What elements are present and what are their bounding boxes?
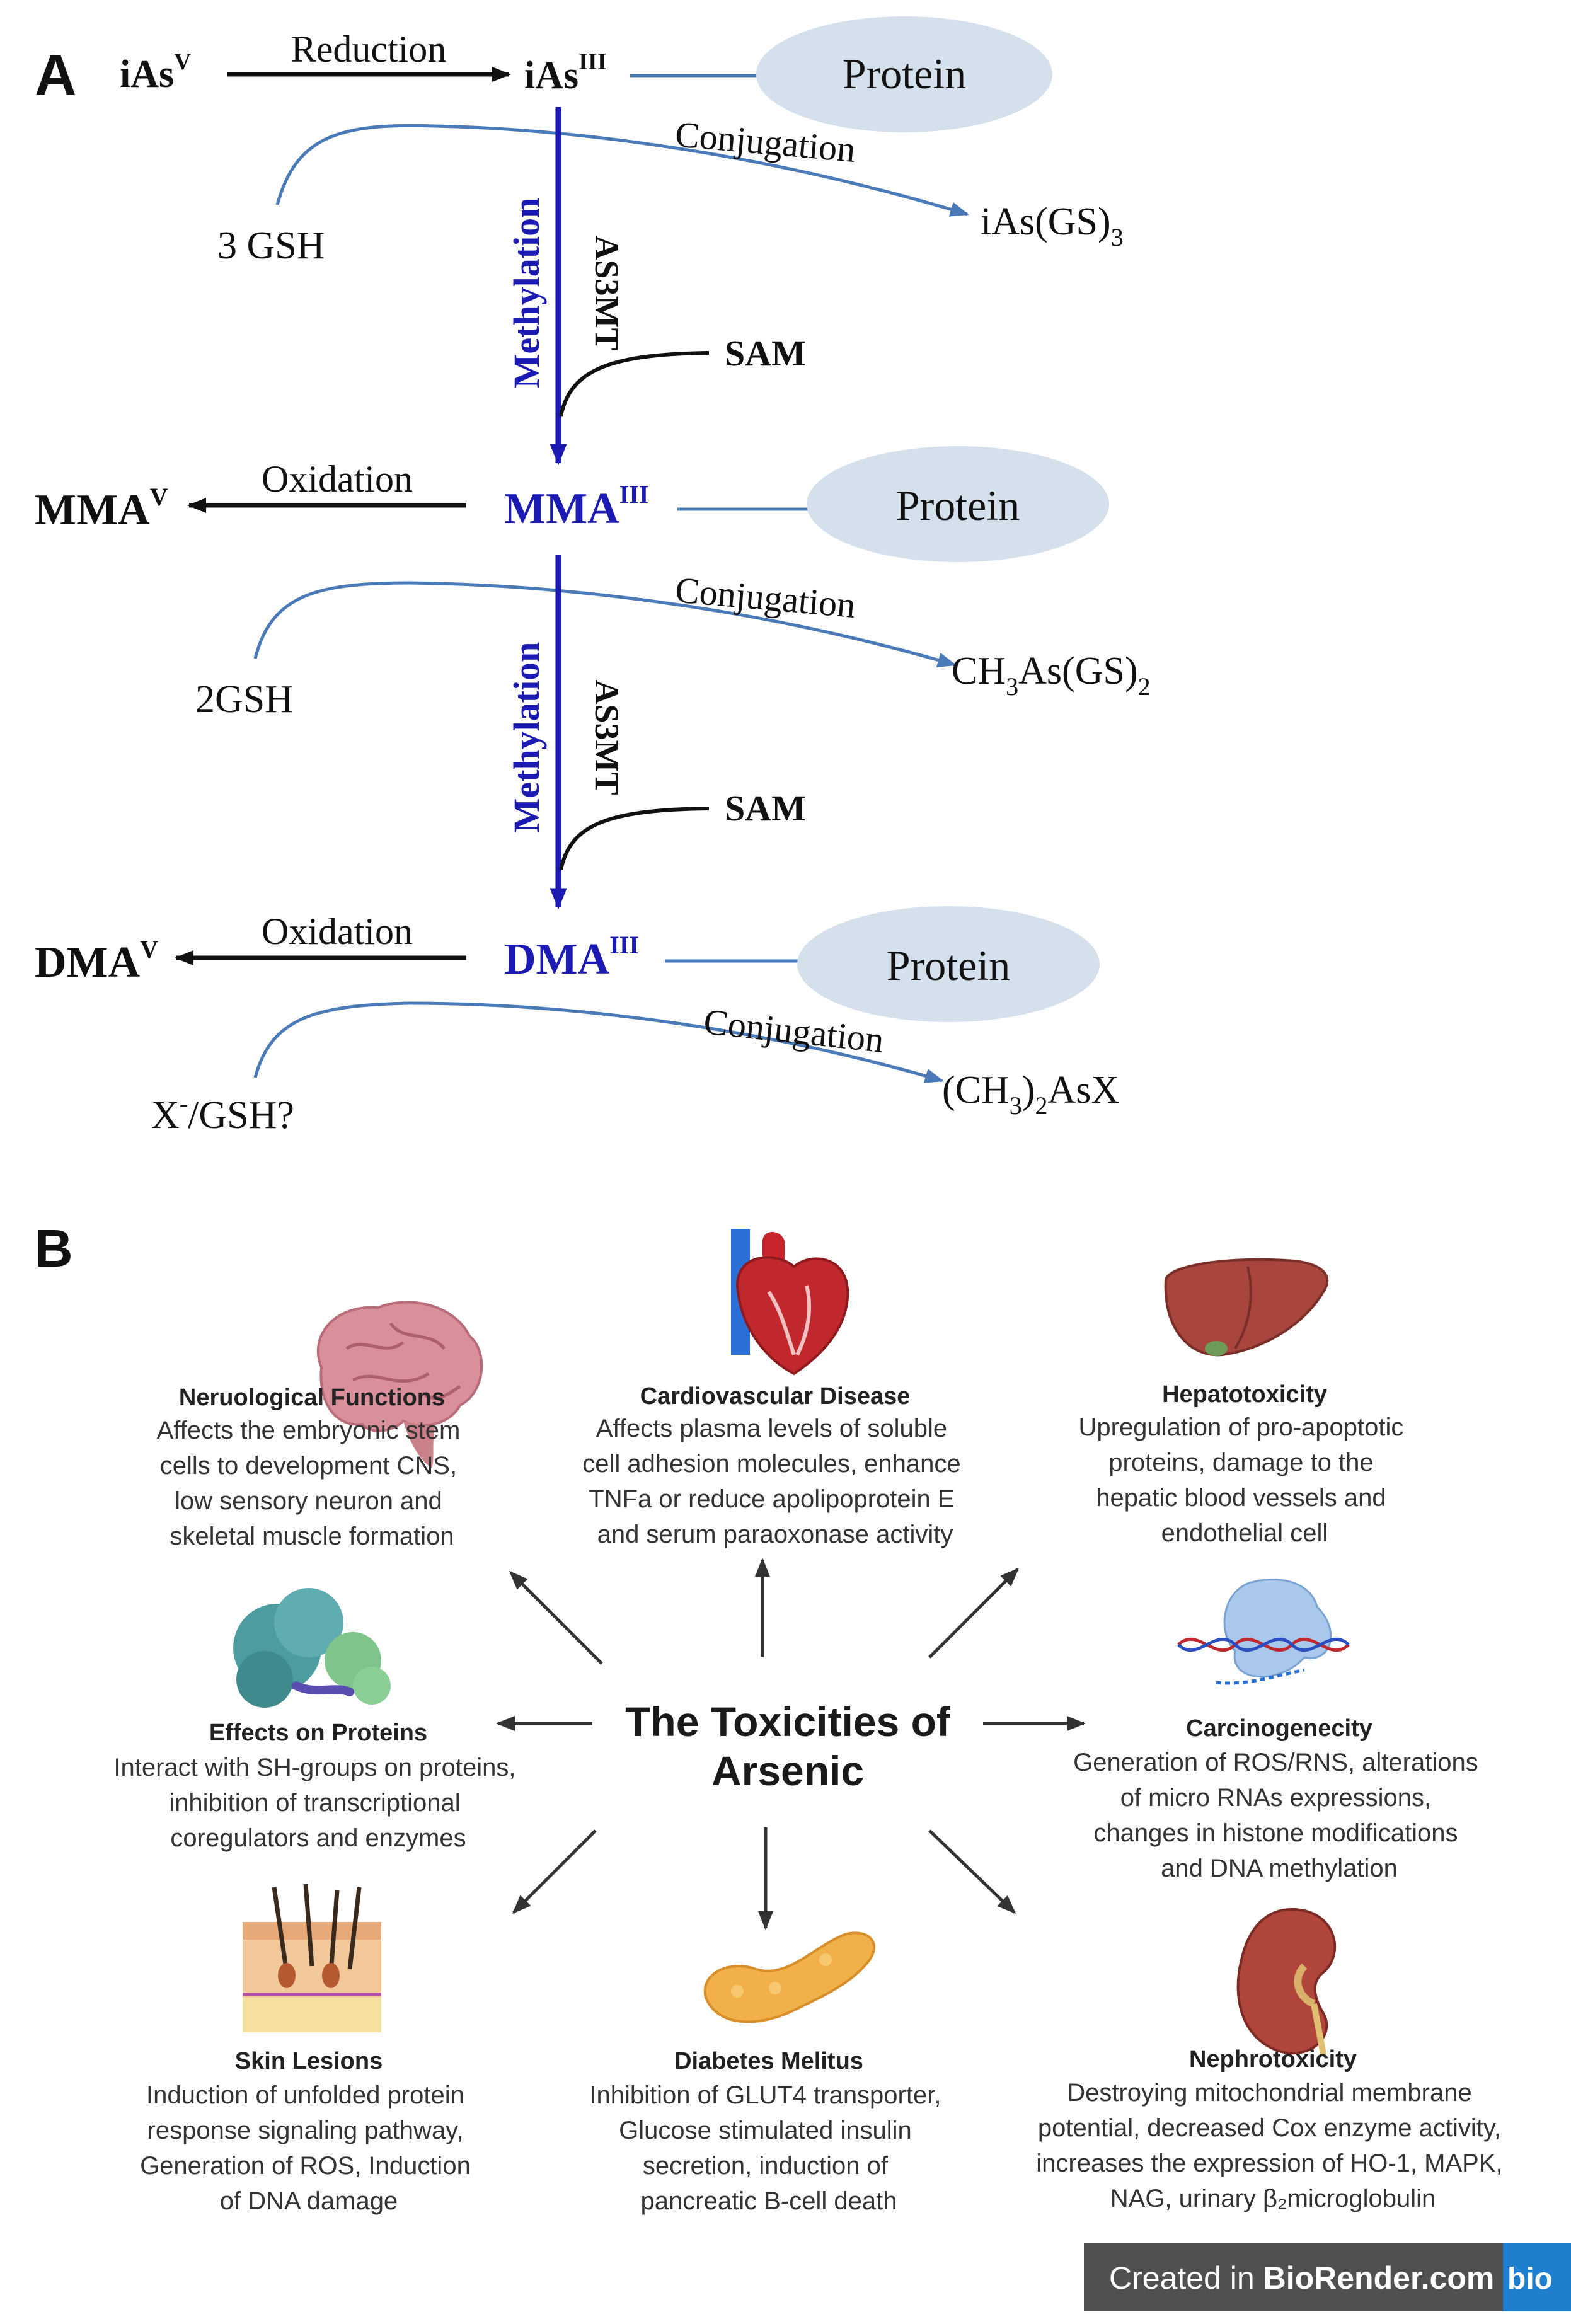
sam-curve-2 [559, 807, 710, 870]
species-iasv: iAsV [120, 49, 192, 96]
arrow-to-nephro [928, 1829, 1016, 1914]
card-cardio: Cardiovascular Disease Affects plasma le… [582, 1383, 968, 1548]
card-nephro: Nephrotoxicity Destroying mitochondrial … [1036, 2046, 1509, 2212]
card-diabetes: Diabetes Melitus Inhibition of GLUT4 tra… [589, 2048, 948, 2215]
biorender-badge[interactable]: Created in BioRender.com bio [1084, 2243, 1571, 2311]
sam-curve-1 [559, 351, 710, 417]
conjugation-curve-2 [253, 581, 957, 667]
methylation-label-2: Methylation [506, 642, 547, 833]
card-hepato-title: Hepatotoxicity [1162, 1381, 1327, 1408]
product-3: (CH3)2AsX [942, 1069, 1119, 1120]
card-carcino-title: Carcinogenecity [1186, 1715, 1372, 1742]
protein-icon [233, 1588, 391, 1708]
protein-label-3: Protein [887, 941, 1010, 989]
conjugation-curve-3 [253, 1001, 944, 1083]
badge-logo-bg [1503, 2243, 1571, 2311]
card-cardio-title: Cardiovascular Disease [640, 1383, 911, 1410]
card-proteins-body: Interact with SH-groups on proteins, inh… [113, 1754, 522, 1852]
card-skin: Skin Lesions Induction of unfolded prote… [140, 2048, 478, 2215]
methylation-label-1: Methylation [506, 198, 547, 389]
oxidation-label-2: Oxidation [262, 911, 413, 952]
species-mmav: MMAV [35, 483, 168, 534]
enzyme-label-1: AS3MT [588, 235, 626, 350]
oxidation-label-1: Oxidation [262, 458, 413, 500]
pancreas-icon [703, 1931, 876, 2023]
card-skin-title: Skin Lesions [235, 2048, 383, 2074]
protein-oval-1 [756, 16, 1052, 132]
card-nephro-title: Nephrotoxicity [1189, 2046, 1357, 2073]
species-mmaiii: MMAIII [504, 480, 648, 533]
gsh-label-2: 2GSH [195, 678, 293, 721]
skin-icon [243, 1884, 381, 2032]
badge-logo-text: bio [1507, 2262, 1553, 2296]
protein-label-1: Protein [843, 50, 966, 98]
product-1: iAs(GS)3 [981, 200, 1124, 251]
gsh-label-1: 3 GSH [217, 224, 325, 267]
panel-b-label: B [35, 1219, 73, 1278]
enzyme-label-2: AS3MT [588, 679, 626, 795]
species-iasiii: iAsIII [524, 49, 607, 97]
card-neuro-body: Affects the embryonic stem cells to deve… [157, 1417, 468, 1550]
arrow-to-neuro [509, 1570, 603, 1665]
protein-oval-3 [797, 906, 1100, 1022]
heart-icon [731, 1229, 849, 1376]
card-hepato: Hepatotoxicity Upregulation of pro-apopt… [1078, 1381, 1410, 1547]
card-carcino: Carcinogenecity Generation of ROS/RNS, a… [1073, 1715, 1485, 1882]
dna-icon [1177, 1578, 1350, 1685]
arrow-to-skin [512, 1829, 597, 1914]
arrow-to-hepato [928, 1567, 1020, 1659]
card-carcino-body: Generation of ROS/RNS, alterations of mi… [1073, 1749, 1485, 1882]
brain-icon [317, 1301, 483, 1468]
protein-label-2: Protein [896, 481, 1020, 529]
kidney-icon [1236, 1907, 1337, 2055]
card-skin-body: Induction of unfolded protein response s… [140, 2081, 478, 2215]
product-2: CH3As(GS)2 [952, 650, 1151, 701]
conjugation-label-2: Conjugation [674, 569, 857, 626]
card-diabetes-body: Inhibition of GLUT4 transporter, Glucose… [589, 2081, 948, 2215]
card-cardio-body: Affects plasma levels of soluble cell ad… [582, 1415, 968, 1548]
gsh-label-3: X-/GSH? [151, 1089, 294, 1137]
species-dmav: DMAV [35, 935, 158, 987]
card-neuro: Neruological Functions Affects the embry… [157, 1384, 468, 1550]
card-proteins: Effects on Proteins Interact with SH-gro… [113, 1720, 522, 1852]
sam-label-1: SAM [725, 333, 806, 374]
radiating-arrows [496, 1558, 1086, 1930]
card-nephro-body: Destroying mitochondrial membrane potent… [1036, 2079, 1509, 2212]
badge-text: Created in BioRender.com [1109, 2260, 1494, 2296]
protein-oval-2 [807, 446, 1109, 562]
species-dmaiii: DMAIII [504, 931, 639, 984]
badge-bg [1084, 2243, 1571, 2311]
reduction-label: Reduction [291, 28, 447, 70]
panel-a-label: A [35, 43, 76, 107]
card-proteins-title: Effects on Proteins [209, 1720, 427, 1746]
card-neuro-title: Neruological Functions [179, 1384, 445, 1411]
liver-icon [1164, 1258, 1329, 1357]
conjugation-curve-1 [275, 124, 969, 217]
sam-label-2: SAM [725, 788, 806, 829]
panel-a: A iAsV Reduction iAsIII Protein Conjugat… [35, 16, 1151, 1137]
card-diabetes-title: Diabetes Melitus [674, 2048, 863, 2074]
card-hepato-body: Upregulation of pro-apoptotic proteins, … [1078, 1413, 1410, 1547]
